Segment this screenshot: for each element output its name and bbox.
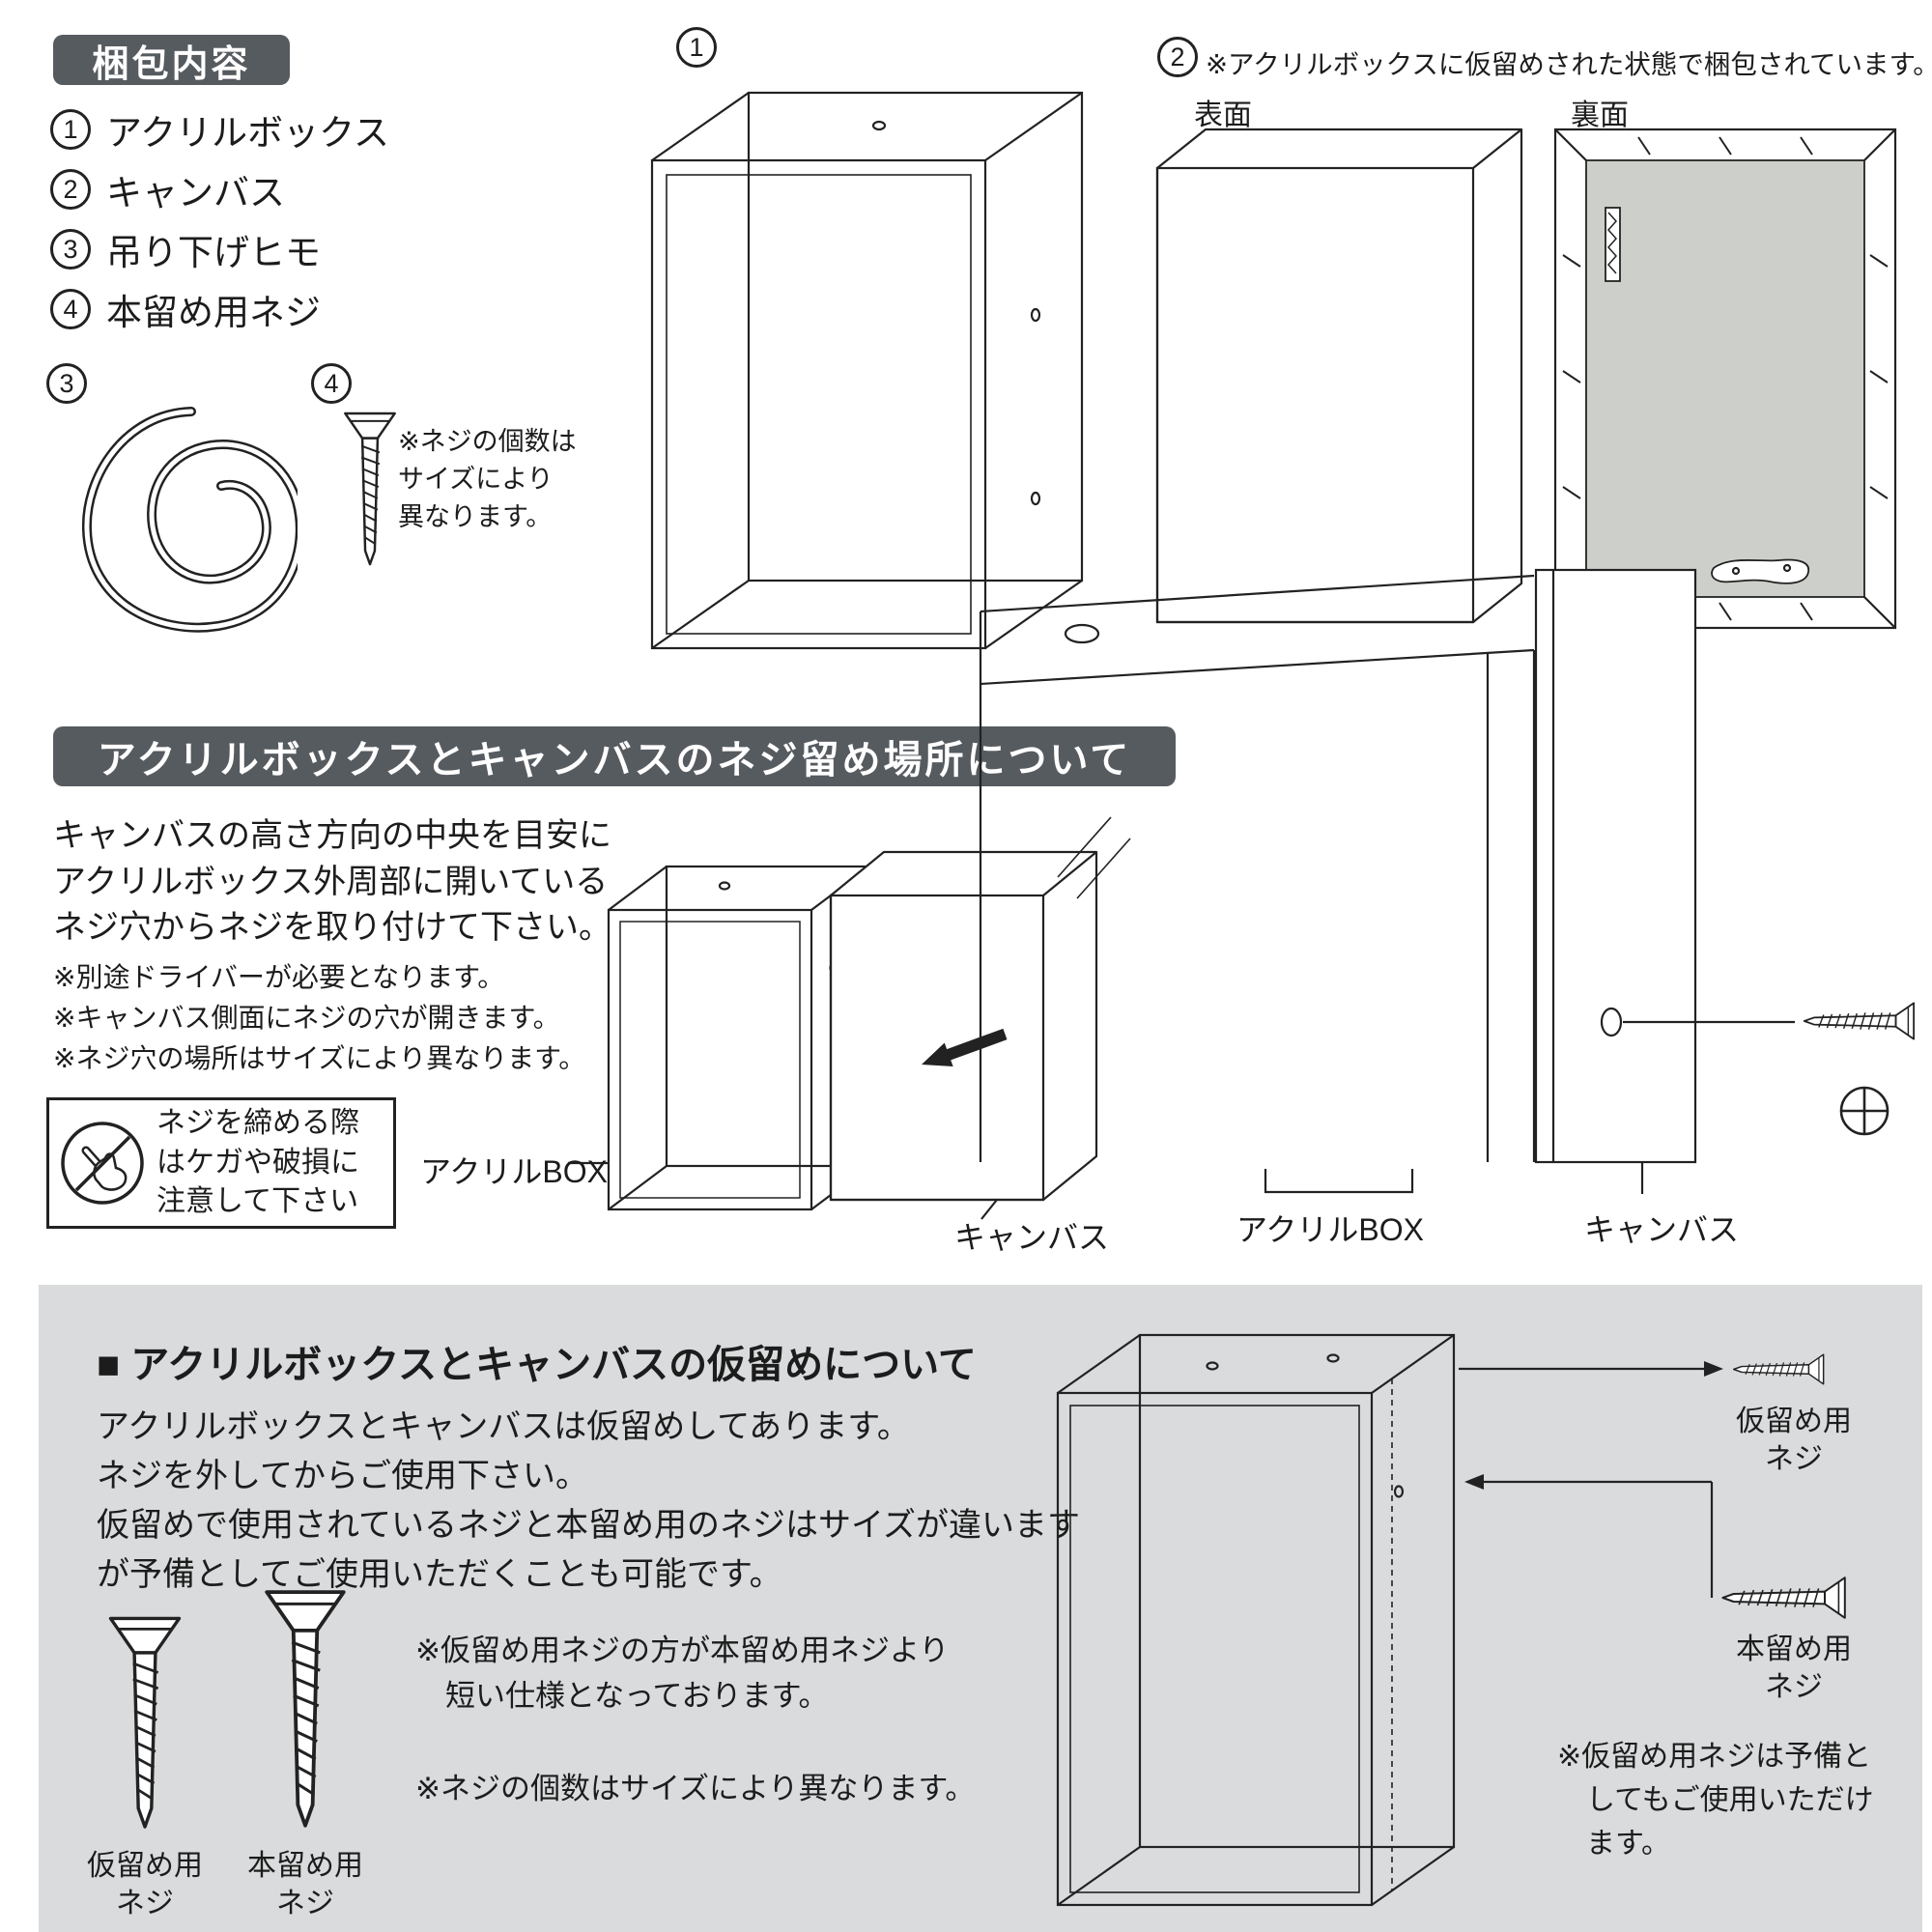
sawtooth-hanger [1605,207,1621,282]
canvas-label-detail: キャンバス [1584,1212,1740,1247]
packing-item-label: 吊り下げヒモ [106,233,321,272]
item-number-badge: 4 [50,289,91,329]
screw-location-note-2: ※キャンバス側面にネジの穴が開きます。 [53,1003,560,1033]
screw-length-note: ※仮留め用ネジの方が本留め用ネジより 短い仕様となっております。 [415,1634,950,1713]
final-screw-drawing-small [344,412,396,566]
box-number-badge: 1 [676,27,717,68]
screw-location-note-3: ※ネジ穴の場所はサイズにより異なります。 [53,1043,586,1073]
canvas-front-drawing [1155,128,1523,624]
packing-item: 2 キャンバス [50,168,389,213]
screw-quantity-note: ※ネジの個数はサイズにより異なります。 [415,1772,976,1805]
packing-item: 3 吊り下げヒモ [50,228,389,272]
temporary-fix-title: ■ アクリルボックスとキャンバスの仮留めについて [97,1344,977,1386]
canvas-label-exploded: キャンバス [954,1220,1110,1255]
item-number-badge: 3 [50,229,91,270]
temp-screw-label: 仮留め用 ネジ [87,1850,203,1919]
temporary-fix-body: アクリルボックスとキャンバスは仮留めしてあります。 ネジを外してからご使用下さい… [97,1408,1080,1593]
packing-items-list: 1 アクリルボックス 2 キャンバス 3 吊り下げヒモ 4 本留め用ネジ [50,108,389,348]
item-number-badge: 1 [50,109,91,150]
screw-location-detail-drawing [979,568,1916,1194]
assembly-temp-screw-label: 仮留め用 ネジ [1736,1406,1852,1475]
screw-number-badge: 4 [311,363,352,404]
hanging-string-drawing [81,407,298,633]
spare-screw-note: ※仮留め用ネジは予備と してもご使用いただけ ます。 [1557,1741,1874,1860]
packing-item-label: 本留め用ネジ [106,293,321,332]
final-screw-label: 本留め用 ネジ [247,1850,363,1919]
packing-item-label: アクリルボックス [106,113,390,153]
temp-screw-drawing [97,1613,193,1837]
staple-marks [1562,136,1889,621]
pinch-warning-icon [61,1121,144,1205]
temporary-fix-panel [39,1285,1922,1932]
caution-box: ネジを締める際 はケガや破損に 注意して下さい [46,1097,396,1229]
acrylic-box-label-exploded: アクリルBOX [420,1154,608,1189]
final-screw-drawing [257,1586,354,1837]
acrylic-box-label-detail: アクリルBOX [1236,1212,1424,1247]
acrylic-box-drawing [650,91,1084,650]
packing-item-label: キャンバス [106,173,285,213]
screw-location-title: アクリルボックスとキャンバスのネジ留め場所について [53,726,1176,786]
packing-item: 1 アクリルボックス [50,108,389,153]
assembly-final-screw-label: 本留め用 ネジ [1736,1634,1852,1703]
temporary-fix-assembly-drawing [1056,1333,1846,1907]
canvas-number-badge: 2 [1157,37,1198,77]
packing-contents-title: 梱包内容 [53,35,290,85]
screw-count-note: ※ネジの個数は サイズにより 異なります。 [398,427,577,532]
string-number-badge: 3 [46,363,87,404]
screw-location-note-1: ※別途ドライバーが必要となります。 [53,962,505,992]
screw-location-body: キャンバスの高さ方向の中央を目安に アクリルボックス外周部に開いている ネジ穴か… [53,817,611,947]
front-face-label: 表面 [1194,99,1252,131]
back-face-label: 裏面 [1571,99,1629,131]
caution-text: ネジを締める際 はケガや破損に 注意して下さい [156,1107,359,1218]
canvas-back-drawing [1553,128,1897,630]
screw-location-exploded-drawing [568,850,1098,1220]
canvas-packing-note: ※アクリルボックスに仮留めされた状態で梱包されています。 [1206,49,1932,79]
packing-item: 4 本留め用ネジ [50,288,389,332]
item-number-badge: 2 [50,169,91,210]
